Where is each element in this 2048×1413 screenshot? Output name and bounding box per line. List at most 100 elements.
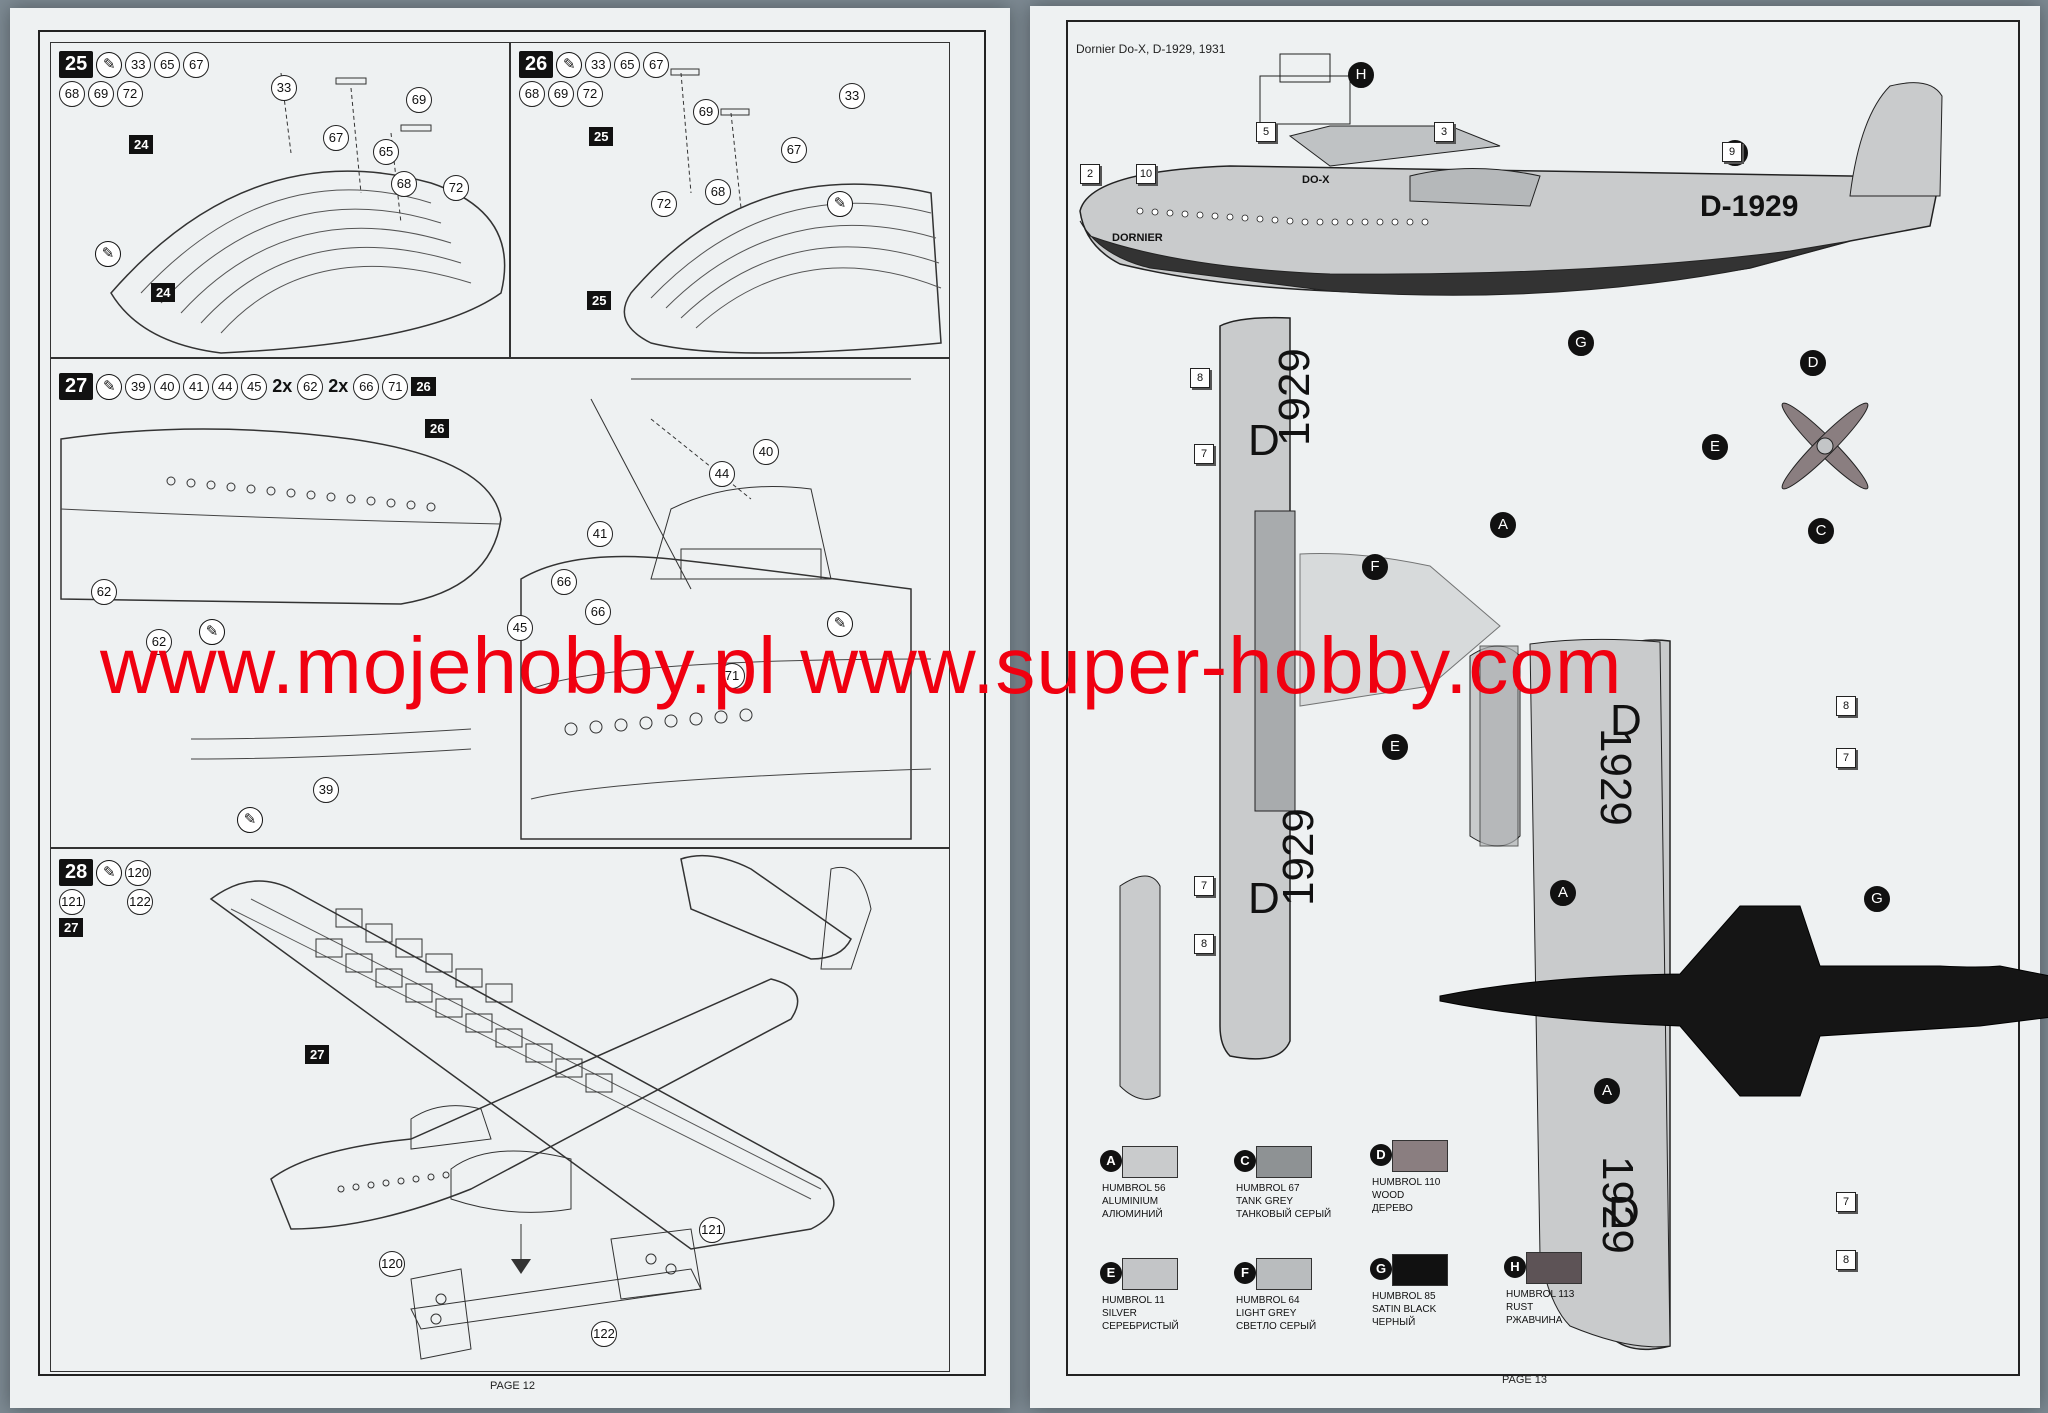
part-number: 122	[127, 889, 153, 915]
page-header: Dornier Do-X, D-1929, 1931	[1076, 42, 1226, 56]
callout: 39	[313, 777, 339, 803]
callout: 122	[591, 1321, 617, 1347]
left-page-frame	[38, 30, 986, 1376]
panel-step-27: 27 ✎ 39 40 41 44 45 2x 62 2x 66 71 26	[50, 358, 950, 848]
aircraft-profile-drawing	[1079, 53, 2048, 1351]
color-marker: F	[1362, 554, 1388, 580]
decal-ref: 2	[1080, 164, 1100, 184]
color-marker: E	[1702, 434, 1728, 460]
decal-ref: 8	[1836, 1250, 1856, 1270]
propeller-drawing	[1781, 402, 1869, 490]
reference-step: 24	[129, 135, 154, 154]
part-number: 72	[117, 81, 143, 107]
step-27-header: 27 ✎ 39 40 41 44 45 2x 62 2x 66 71 26	[59, 373, 436, 400]
step-28-header: 28 ✎ 120 121 122 27	[59, 859, 169, 937]
callout: 33	[271, 75, 297, 101]
callout: 62	[91, 579, 117, 605]
multiplier: 2x	[272, 376, 293, 396]
reference-step: 27	[59, 918, 84, 937]
wing-section-drawing	[110, 72, 506, 354]
reference-step: 27	[305, 1045, 330, 1064]
side-registration: D-1929	[1700, 190, 1799, 223]
callout: 69	[693, 99, 719, 125]
wing-reg-number: 1929	[1270, 348, 1319, 446]
watermark-text: www.mojehobby.pl www.super-hobby.com	[100, 621, 1623, 710]
callout: 44	[709, 461, 735, 487]
callout: 62	[146, 629, 172, 655]
part-number: 44	[212, 373, 239, 400]
part-number: 68	[59, 81, 85, 107]
decal-ref: 10	[1136, 164, 1156, 184]
callout: 45	[507, 615, 533, 641]
part-number: 71	[382, 373, 409, 400]
part-number: 65	[614, 51, 641, 78]
hull-assembly-drawing	[60, 378, 932, 840]
glue-icon: ✎	[237, 807, 263, 833]
decal-ref: 9	[1722, 142, 1742, 162]
color-marker: A	[1594, 1078, 1620, 1104]
glue-icon: ✎	[96, 859, 123, 886]
glue-icon: ✎	[95, 241, 121, 267]
wing-reg-letter: D	[1248, 874, 1280, 923]
part-number: 33	[585, 51, 612, 78]
callout: 69	[406, 87, 432, 113]
side-text-dornier: DORNIER	[1112, 232, 1163, 244]
aircraft-assembly-drawing	[209, 854, 872, 1360]
part-number: 40	[154, 373, 181, 400]
part-number: 67	[183, 51, 210, 78]
step-number: 26	[519, 51, 554, 78]
page-number: PAGE 13	[1502, 1374, 1548, 1386]
color-marker: E	[1382, 734, 1408, 760]
step-25-header: 25 ✎ 33 65 67 68 69 72	[59, 51, 259, 107]
color-marker: G	[1568, 330, 1594, 356]
part-number: 66	[353, 373, 380, 400]
hull-windows	[166, 476, 436, 512]
part-number: 62	[297, 373, 324, 400]
callout: 65	[373, 139, 399, 165]
color-marker: G	[1864, 886, 1890, 912]
callout: 68	[391, 171, 417, 197]
wing-reg-number: 1929	[1593, 1156, 1642, 1254]
panel-step-25: 25 ✎ 33 65 67 68 69 72 24 33 69 67 65	[50, 42, 510, 358]
part-number: 39	[125, 373, 152, 400]
part-number: 120	[125, 859, 152, 886]
panel-step-28: 28 ✎ 120 121 122 27	[50, 848, 950, 1372]
callout: 68	[705, 179, 731, 205]
page-number: PAGE 12	[490, 1380, 536, 1392]
glue-icon: ✎	[827, 611, 853, 637]
decal-ref: 8	[1836, 696, 1856, 716]
callout: 66	[585, 599, 611, 625]
glue-icon: ✎	[96, 51, 123, 78]
glue-icon: ✎	[556, 51, 583, 78]
reference-step: 26	[411, 377, 436, 396]
callout: 33	[839, 83, 865, 109]
decal-ref: 7	[1836, 1192, 1856, 1212]
glue-icon: ✎	[827, 191, 853, 217]
reference-step: 24	[151, 283, 176, 302]
right-page-frame	[1066, 20, 2020, 1376]
part-number: 33	[125, 51, 152, 78]
wing-section-drawing	[623, 68, 942, 354]
decal-ref: 8	[1190, 368, 1210, 388]
multiplier: 2x	[328, 376, 349, 396]
decal-ref: 8	[1194, 934, 1214, 954]
wing-reg-letter: D	[1610, 696, 1642, 745]
decal-ref: 3	[1434, 122, 1454, 142]
color-marker: A	[1550, 880, 1576, 906]
step-number: 28	[59, 859, 94, 886]
callout: 66	[551, 569, 577, 595]
step-26-header: 26 ✎ 33 65 67 68 69 72	[519, 51, 719, 107]
wing-reg-letter: D	[1608, 1188, 1640, 1237]
glue-icon: ✎	[96, 373, 123, 400]
color-marker: H	[1348, 62, 1374, 88]
right-page: Dornier Do-X, D-1929, 1931	[1030, 6, 2048, 1408]
part-number: 65	[154, 51, 181, 78]
callout: 120	[379, 1251, 405, 1277]
part-number: 68	[519, 81, 545, 107]
part-number: 41	[183, 373, 210, 400]
